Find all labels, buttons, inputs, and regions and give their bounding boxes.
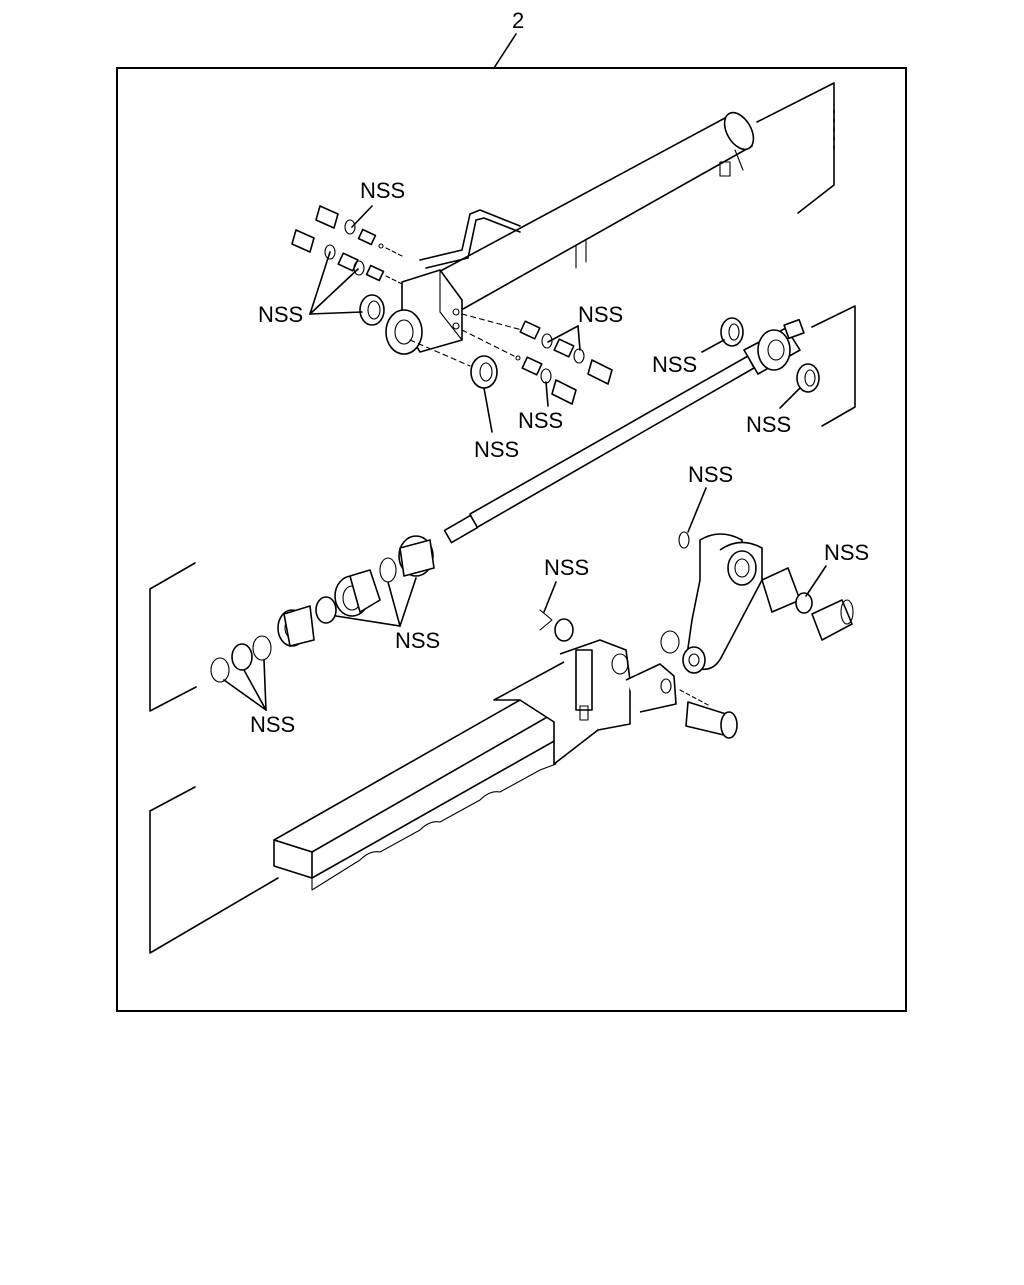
fittings-right — [461, 313, 613, 405]
nss-label-10: NSS — [544, 555, 589, 580]
nss-label-7: NSS — [746, 412, 791, 437]
nss-label-2: NSS — [258, 302, 303, 327]
link-plates — [660, 531, 854, 674]
nss-callout-11: NSS — [335, 577, 440, 653]
nss-callout-12: NSS — [223, 659, 295, 737]
nss-callout-9: NSS — [805, 540, 869, 597]
nss-label-12: NSS — [250, 712, 295, 737]
diagram-frame — [116, 67, 907, 1012]
nss-label-11: NSS — [395, 628, 440, 653]
nss-label-3: NSS — [578, 302, 623, 327]
pin-and-cotter — [539, 609, 738, 739]
nss-callout-3: NSS — [547, 302, 623, 351]
nss-label-6: NSS — [652, 352, 697, 377]
nss-callout-2: NSS — [258, 251, 363, 327]
nss-label-4: NSS — [474, 437, 519, 462]
item-number: 2 — [512, 8, 524, 33]
nss-callout-7: NSS — [746, 387, 801, 437]
nss-callout-8: NSS — [687, 462, 733, 533]
nss-callout-10: NSS — [543, 555, 589, 613]
nss-label-8: NSS — [688, 462, 733, 487]
nss-callout-1: NSS — [351, 178, 405, 228]
nss-label-1: NSS — [360, 178, 405, 203]
break-lines — [149, 82, 856, 954]
nss-label-9: NSS — [824, 540, 869, 565]
item-number-leader — [493, 33, 517, 69]
piston-rod — [443, 317, 820, 544]
nss-callout-4: NSS — [474, 387, 519, 462]
nss-callout-5: NSS — [518, 381, 563, 433]
nss-callout-6: NSS — [652, 339, 725, 377]
fittings-upper-left — [291, 205, 498, 389]
nss-label-5: NSS — [518, 408, 563, 433]
piston-seals — [210, 535, 435, 683]
cylinder-end-block — [385, 269, 463, 355]
cylinder-tube — [419, 111, 755, 319]
lower-channel-frame — [273, 639, 677, 891]
